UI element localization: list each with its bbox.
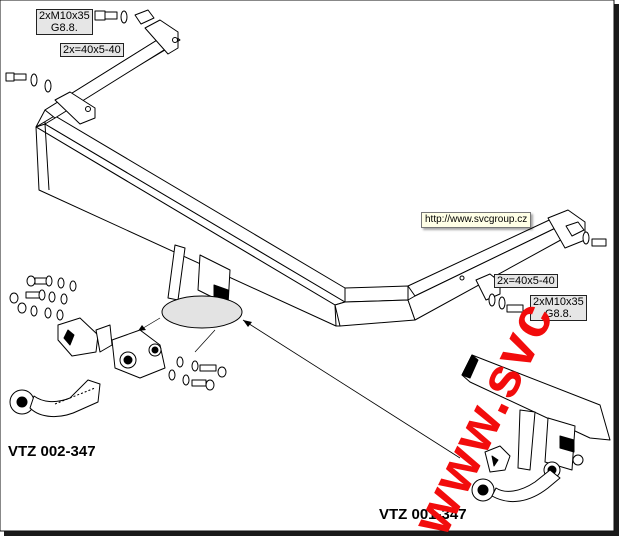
code-left-ball: VTZ 002-347 xyxy=(8,443,96,460)
detail-arrow xyxy=(242,319,461,459)
highlight-ellipse xyxy=(161,295,243,329)
plate-spec-top: 2x=40x5-40 xyxy=(60,43,124,57)
plate-spec-right: 2x=40x5-40 xyxy=(494,274,558,288)
bolt-spec-top: 2xM10x35 G8.8. xyxy=(36,9,93,35)
right-bolt-set xyxy=(488,221,607,313)
right-detail xyxy=(461,354,611,503)
bolt-spec-right-line2: G8.8. xyxy=(544,308,572,320)
right-side-arm xyxy=(407,209,586,321)
crossbeam xyxy=(35,109,416,327)
bolt-spec-top-line1: 2xM10x35 xyxy=(39,10,90,22)
top-bolt-set xyxy=(5,9,155,93)
bolt-spec-top-line2: G8.8. xyxy=(50,22,78,34)
bolt-spec-right: 2xM10x35 G8.8. xyxy=(530,295,587,321)
bolt-spec-right-line1: 2xM10x35 xyxy=(533,296,584,308)
left-side-arm xyxy=(35,19,181,128)
code-right-ball: VTZ 001-347 xyxy=(379,506,467,523)
url-tooltip: http://www.svcgroup.cz xyxy=(421,212,532,228)
left-assembly xyxy=(9,275,227,417)
